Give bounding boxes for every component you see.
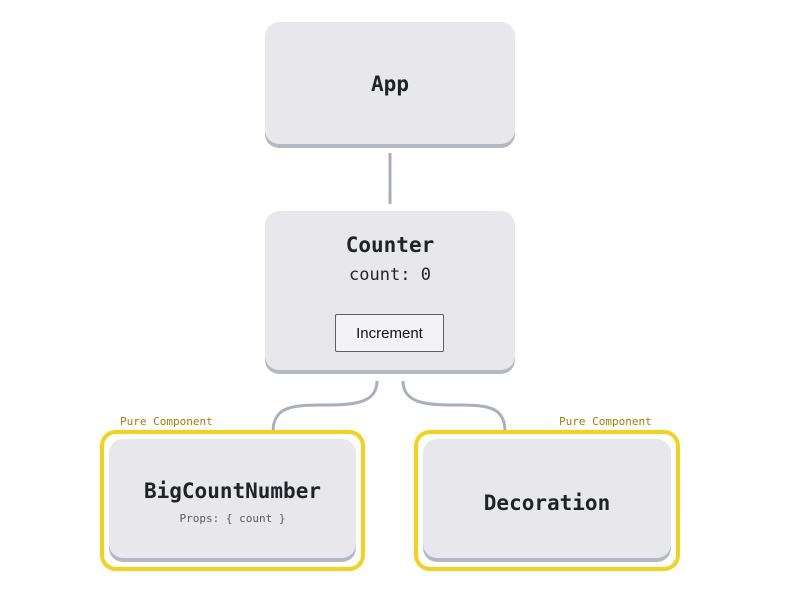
edge-counter-bigcountnumber: [271, 380, 379, 433]
decoration-title: Decoration: [483, 491, 611, 515]
bigcountnumber-title: BigCountNumber: [143, 479, 321, 503]
counter-title: Counter: [345, 233, 435, 257]
increment-button[interactable]: Increment: [335, 314, 444, 352]
pure-component-highlight-decoration: Decoration: [414, 430, 680, 571]
counter-node: Counter count: 0 Increment: [265, 211, 515, 370]
pure-component-highlight-bigcountnumber: BigCountNumber Props: { count }: [100, 430, 365, 571]
app-title: App: [371, 72, 409, 96]
app-node: App: [265, 22, 515, 144]
bigcountnumber-props: Props: { count }: [179, 512, 286, 525]
counter-state: count: 0: [349, 265, 431, 285]
decoration-node: Decoration: [423, 439, 671, 558]
edge-counter-decoration: [401, 380, 507, 433]
pure-component-label-right: Pure Component: [559, 415, 652, 428]
pure-component-label-left: Pure Component: [120, 415, 213, 428]
bigcountnumber-node: BigCountNumber Props: { count }: [109, 439, 356, 558]
